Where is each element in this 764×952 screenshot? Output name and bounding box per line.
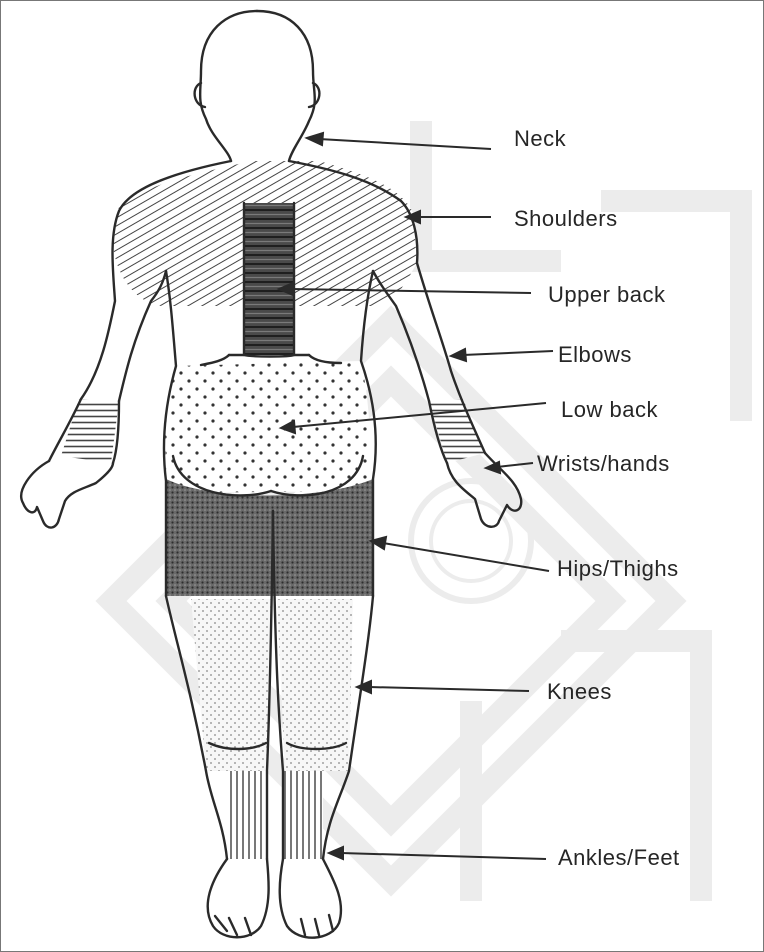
upper-back-region [244, 203, 294, 355]
label-hips-thighs: Hips/Thighs [557, 558, 679, 580]
elbows-arrow [451, 349, 553, 361]
ankles-region-right [283, 771, 323, 859]
low-back-region [165, 361, 369, 493]
neck-arrow [307, 133, 491, 149]
hips-thighs-arrow [371, 537, 549, 571]
label-wrists-hands: Wrists/hands [537, 453, 670, 475]
label-ankles-feet: Ankles/Feet [558, 847, 680, 869]
shoulders-arrow [406, 211, 491, 223]
label-upper-back: Upper back [548, 284, 666, 306]
label-elbows: Elbows [558, 344, 632, 366]
label-neck: Neck [514, 128, 566, 150]
wrists-region-left [61, 399, 119, 463]
label-knees: Knees [547, 681, 612, 703]
label-low-back: Low back [561, 399, 658, 421]
knees-arrow [357, 681, 529, 693]
hips-thighs-region [166, 479, 373, 596]
ankles-region-left [227, 771, 267, 859]
label-shoulders: Shoulders [514, 208, 618, 230]
